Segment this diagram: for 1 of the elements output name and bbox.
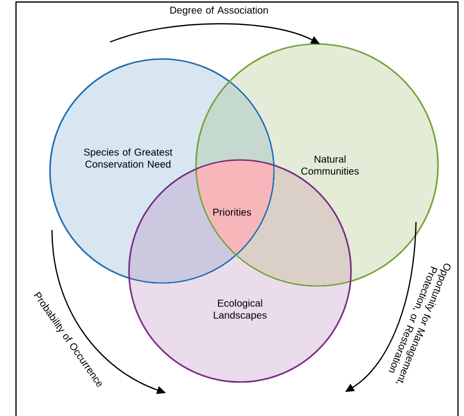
arrow-label: Degree of Association xyxy=(170,6,268,16)
